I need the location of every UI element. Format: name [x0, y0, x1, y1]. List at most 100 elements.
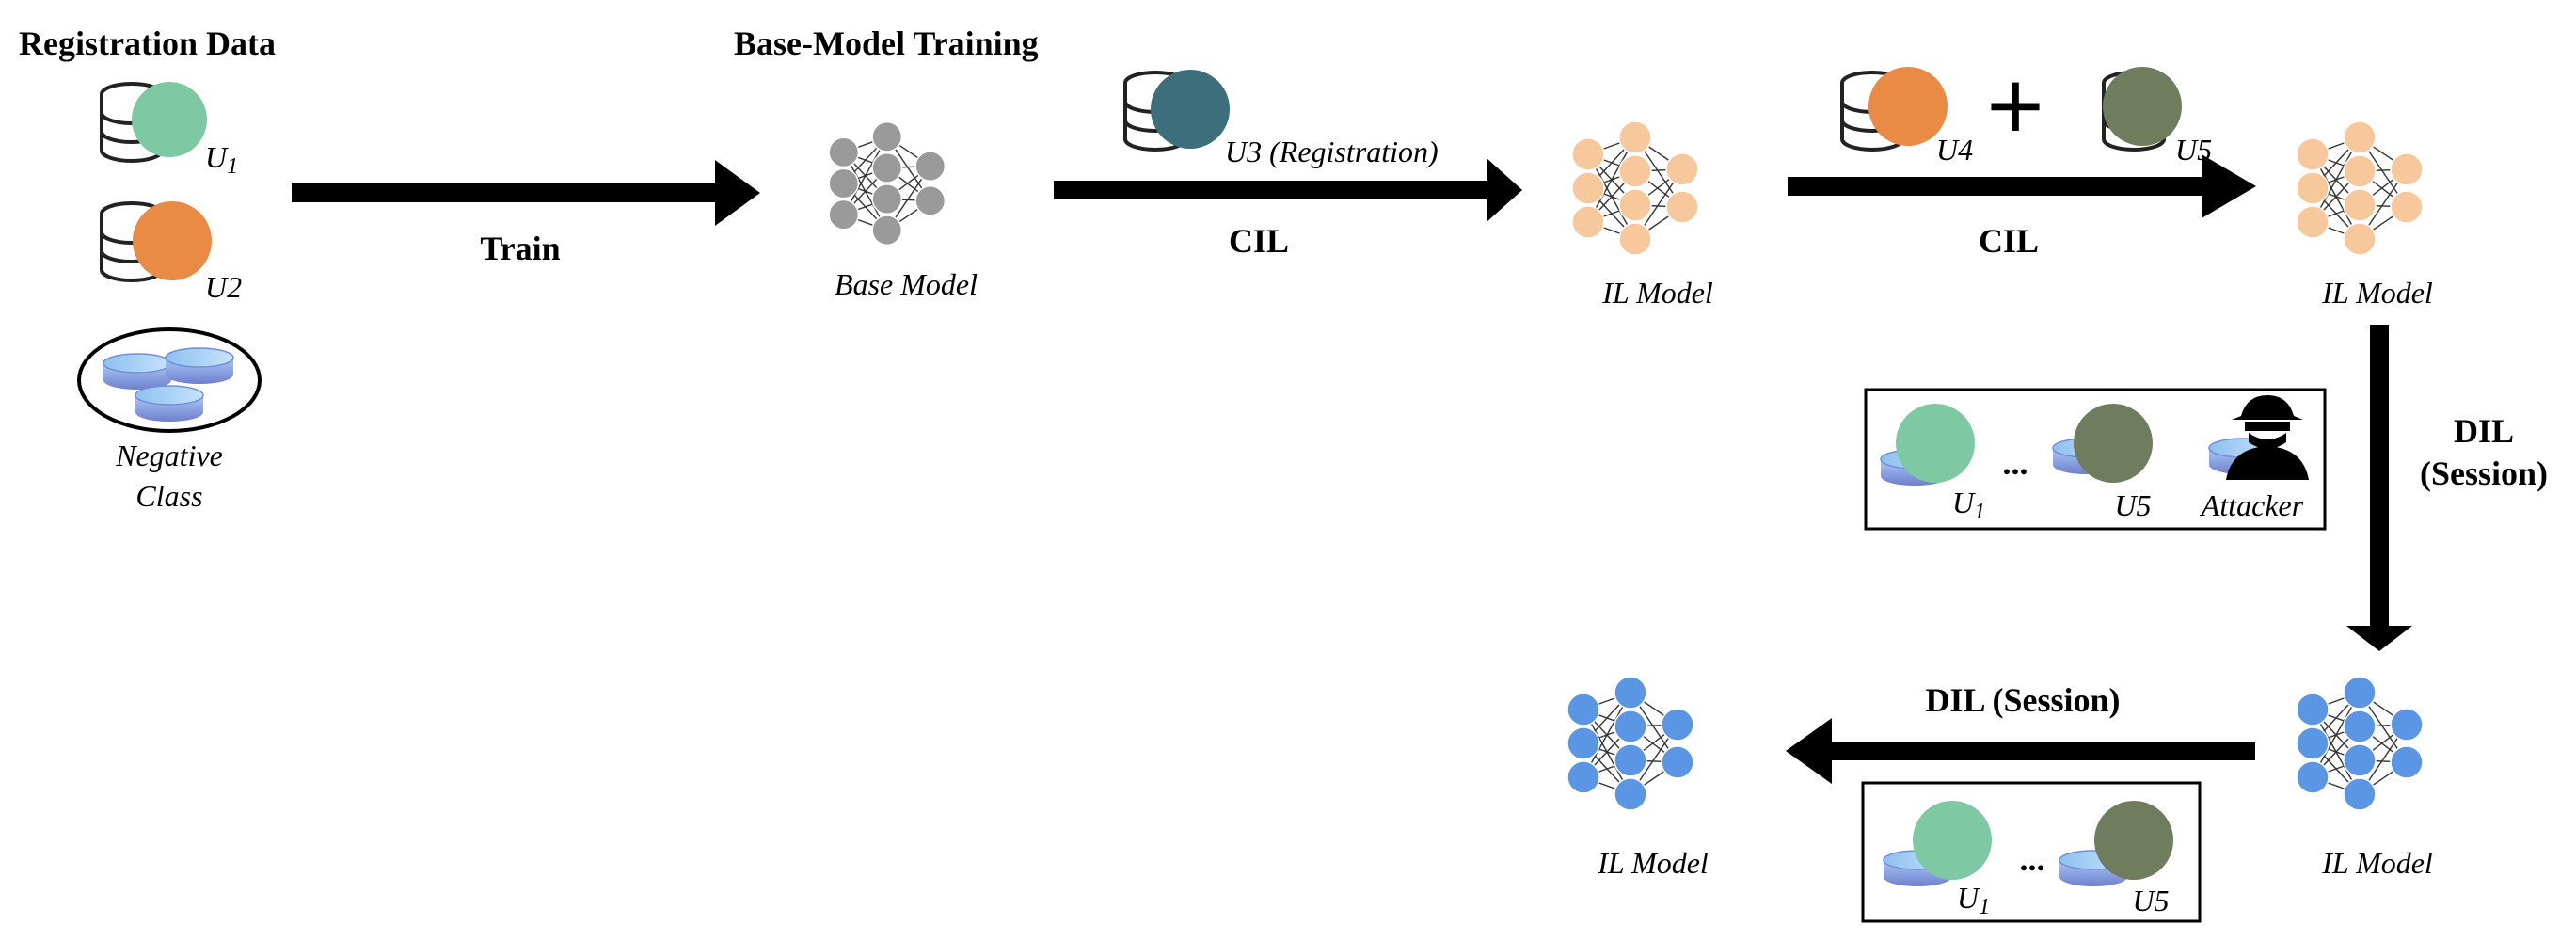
u1-database-avatar: [100, 82, 207, 163]
cil-arrow-1-icon: [1054, 158, 1522, 222]
attacker-icon: [2226, 395, 2309, 480]
network-node: [2343, 743, 2377, 777]
plus-icon: +: [1986, 49, 2045, 164]
il-model-1-label: IL Model: [1601, 276, 1713, 310]
network-node: [2296, 760, 2330, 794]
network-node: [2296, 693, 2330, 726]
box1-u5-label: U5: [2114, 488, 2151, 522]
person-avatar-icon: [2074, 404, 2153, 483]
network-node: [1618, 120, 1652, 154]
box2-u1-label: U1: [1957, 881, 1990, 919]
network-node: [1614, 676, 1647, 710]
dil-session-label: DIL (Session): [1925, 681, 2120, 719]
network-node: [914, 151, 946, 182]
il-model-1-network-icon: [1571, 120, 1699, 256]
person-avatar-icon: [2103, 67, 2182, 146]
cil-arrow-2-icon: [1788, 154, 2256, 218]
network-node: [2390, 190, 2424, 224]
box2-u5-label: U5: [2132, 884, 2169, 917]
database-icon: [103, 353, 172, 391]
network-node: [2390, 152, 2424, 186]
u2-database-avatar: [100, 201, 212, 282]
negative-class-label-line2: Class: [135, 479, 202, 513]
cil-label-1: CIL: [1229, 222, 1289, 260]
network-node: [2296, 171, 2330, 205]
u2-label: U2: [205, 270, 242, 304]
network-node: [2343, 154, 2377, 188]
network-node: [828, 167, 860, 199]
base-model-label: Base Model: [835, 267, 978, 301]
person-avatar-icon: [132, 82, 207, 157]
network-node: [2343, 676, 2377, 710]
person-avatar-icon: [1868, 67, 1948, 146]
train-arrow-icon: [292, 160, 760, 226]
database-icon: [165, 347, 234, 385]
u3-database-avatar: [1123, 70, 1230, 152]
network-node: [2343, 222, 2377, 256]
u4-label: U4: [1936, 133, 1973, 167]
attacker-label: Attacker: [2200, 488, 2304, 522]
network-node: [871, 183, 903, 215]
network-node: [2390, 745, 2424, 779]
network-node: [1571, 137, 1605, 171]
network-node: [2343, 710, 2377, 743]
network-node: [2390, 708, 2424, 742]
person-avatar-icon: [1896, 404, 1975, 483]
base-model-training-title: Base-Model Training: [734, 24, 1039, 62]
session-data-box-2: ...: [1861, 781, 2202, 923]
il-model-2-label: IL Model: [2321, 276, 2433, 310]
u1-label: U1: [205, 140, 238, 179]
base-model-network-icon: [828, 120, 946, 247]
network-node: [828, 199, 860, 231]
network-node: [871, 120, 903, 152]
il-model-4-label: IL Model: [1597, 846, 1709, 880]
network-node: [1614, 777, 1647, 811]
u5-database-avatar: [2102, 67, 2182, 152]
u3-registration-label: U3 (Registration): [1225, 135, 1439, 168]
dil-vertical-arrow-icon: [2346, 325, 2412, 651]
network-node: [914, 185, 946, 216]
network-node: [2343, 120, 2377, 154]
database-icon: [135, 385, 204, 423]
network-node: [1566, 760, 1600, 794]
session-data-box-1: ...: [1864, 388, 2327, 531]
network-node: [871, 152, 903, 183]
person-avatar-icon: [133, 201, 212, 280]
person-avatar-icon: [1913, 801, 1992, 880]
network-node: [1566, 693, 1600, 726]
box2-ellipsis: ...: [2020, 840, 2045, 878]
network-node: [1614, 743, 1647, 777]
dil-label-line1: DIL: [2454, 412, 2514, 450]
registration-data-title: Registration Data: [19, 24, 276, 62]
network-node: [2296, 205, 2330, 239]
il-model-2-network-icon: [2296, 120, 2424, 256]
network-node: [1661, 708, 1694, 742]
person-avatar-icon: [2094, 801, 2173, 880]
network-node: [1566, 726, 1600, 760]
u4-database-avatar: [1840, 67, 1948, 152]
network-node: [1618, 222, 1652, 256]
il-model-3-network-icon: [2296, 676, 2424, 811]
negative-class-oval: [77, 327, 262, 433]
il-model-3-label: IL Model: [2321, 846, 2433, 880]
dil-session-arrow-icon: [1786, 718, 2255, 784]
network-node: [1665, 152, 1699, 186]
network-node: [1614, 710, 1647, 743]
network-node: [1571, 205, 1605, 239]
box1-u1-label: U1: [1952, 486, 1985, 524]
network-node: [2343, 188, 2377, 222]
network-node: [1571, 171, 1605, 205]
network-node: [2296, 137, 2330, 171]
cil-label-2: CIL: [1979, 222, 2039, 260]
network-node: [1618, 154, 1652, 188]
dil-label-line2: (Session): [2420, 455, 2548, 492]
network-node: [2343, 777, 2377, 811]
network-node: [2296, 726, 2330, 760]
network-node: [828, 136, 860, 168]
network-node: [871, 215, 903, 247]
il-model-4-network-icon: [1566, 676, 1694, 811]
person-avatar-icon: [1151, 70, 1230, 149]
network-node: [1618, 188, 1652, 222]
negative-class-label-line1: Negative: [115, 439, 223, 472]
